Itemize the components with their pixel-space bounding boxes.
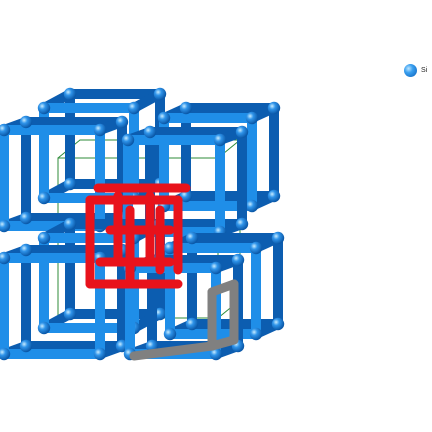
cage-1-atom — [267, 101, 281, 115]
cage-5-atom — [163, 241, 177, 255]
cage-1-atom — [245, 111, 259, 125]
cage-2-atom — [0, 219, 11, 233]
cage-2-atom — [93, 123, 107, 137]
cage-6-atom — [93, 347, 107, 361]
cage-3-atom — [213, 133, 227, 147]
cage-7-atom — [231, 253, 245, 267]
cage-0-atom — [37, 191, 51, 205]
cage-1-atom — [267, 189, 281, 203]
cage-3-atom — [121, 133, 135, 147]
cage-5-atom — [163, 327, 177, 341]
cage-0-atom — [153, 87, 167, 101]
cage-4-atom — [37, 231, 51, 245]
cage-6-atom — [19, 339, 33, 353]
legend-label-si: Si — [421, 67, 428, 74]
legend: Si — [404, 64, 427, 77]
cage-6-atom — [0, 347, 11, 361]
cage-1-atom — [179, 189, 193, 203]
cage-2-atom — [115, 115, 129, 129]
cell-edge-bond — [207, 335, 239, 351]
cage-2-atom — [19, 115, 33, 129]
cage-4-atom — [63, 217, 77, 231]
cage-0-atom — [127, 101, 141, 115]
cage-5-atom — [249, 327, 263, 341]
cage-5-atom — [249, 241, 263, 255]
cage-1-atom — [245, 199, 259, 213]
cage-4-atom — [37, 321, 51, 335]
cage-5-atom — [271, 231, 285, 245]
unit-cell-edge — [129, 279, 239, 361]
cage-0-atom — [63, 87, 77, 101]
legend-marker-si — [404, 64, 417, 77]
highlighted-central-cage — [85, 183, 191, 289]
cage-4-atom — [63, 307, 77, 321]
cage-1-atom — [179, 101, 193, 115]
cage-5-atom — [185, 231, 199, 245]
cage-5-atom — [271, 317, 285, 331]
cage-3-atom — [235, 217, 249, 231]
cage-7-atom — [209, 261, 223, 275]
framework-cages — [0, 87, 285, 361]
cage-3-atom — [143, 125, 157, 139]
cage-6-atom — [0, 251, 11, 265]
cage-3-atom — [235, 125, 249, 139]
cage-2-atom — [0, 123, 11, 137]
cage-5-atom — [185, 317, 199, 331]
cage-0-atom — [37, 101, 51, 115]
cage-1-atom — [157, 111, 171, 125]
cell-edge-bond — [129, 341, 217, 361]
cage-7-atom — [209, 347, 223, 361]
cage-2-atom — [19, 211, 33, 225]
cage-0-atom — [63, 177, 77, 191]
cage-6-atom — [19, 243, 33, 257]
